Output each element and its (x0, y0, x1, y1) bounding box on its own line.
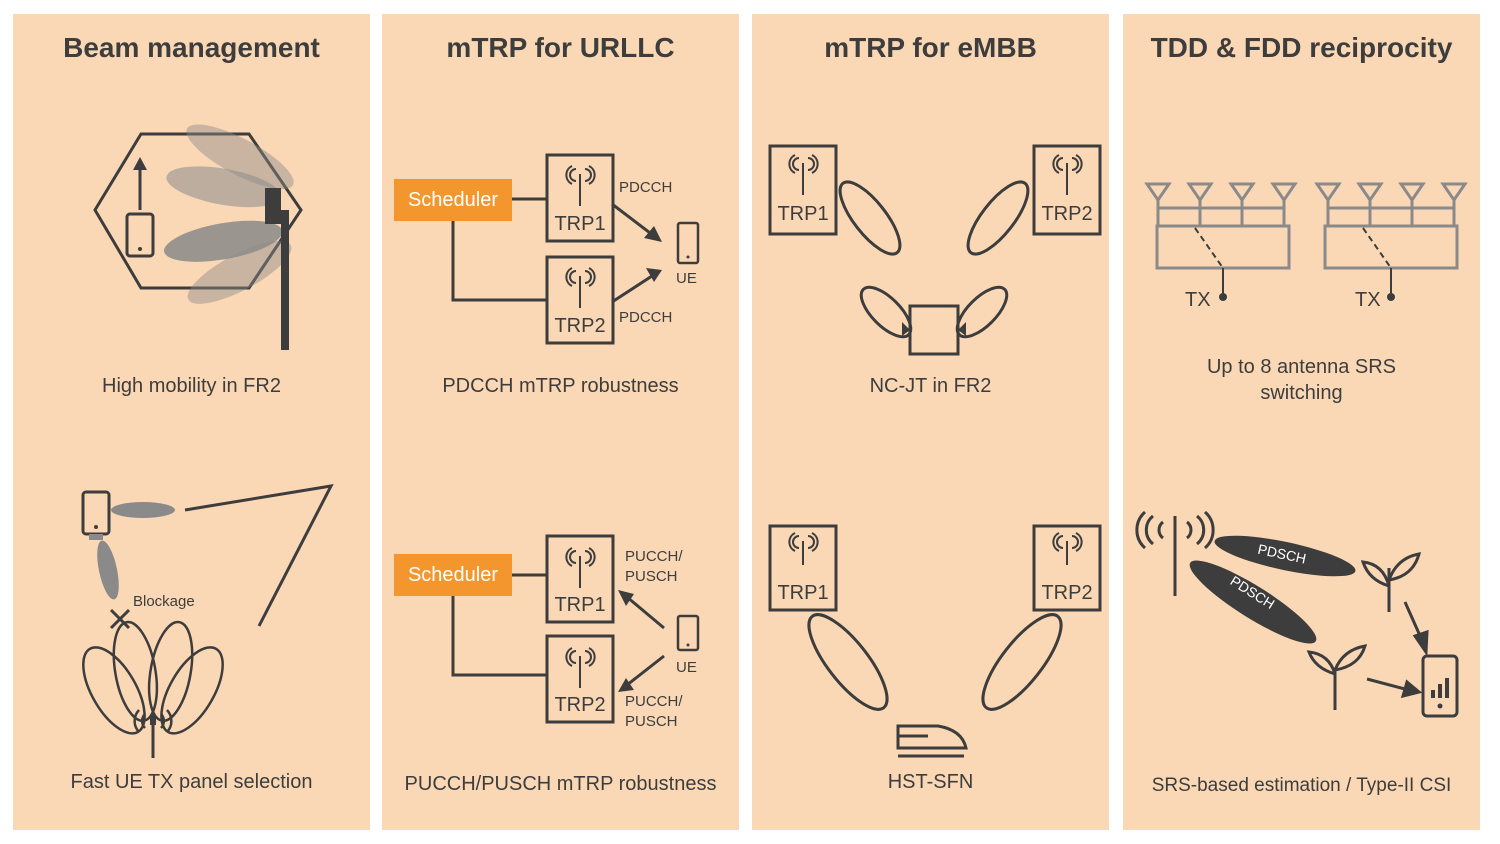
tx-label: TX (1185, 289, 1211, 311)
antenna-switch-left (1144, 182, 1298, 270)
caption-srs-switching-line2: switching (1260, 382, 1343, 404)
embb-diagram: TRP1 TRP2 TRP1 TRP2 (768, 144, 1102, 758)
caption-pdcch: PDCCH mTRP robustness (442, 375, 679, 397)
antenna-switch-right (1314, 182, 1468, 270)
panel-title: mTRP for URLLC (446, 32, 675, 63)
trp1-label: TRP1 (554, 213, 605, 235)
caption-ncjt: NC-JT in FR2 (869, 375, 992, 397)
pucch-label-line1: PUCCH/ (625, 548, 683, 565)
pucch-label-line2: PUSCH (625, 568, 678, 585)
panel-title: Beam management (63, 32, 320, 63)
reflected-path (184, 484, 334, 627)
plant-icon (1306, 552, 1422, 710)
train-icon (896, 724, 968, 758)
pdsch-beam (1214, 535, 1356, 577)
trp1-label: TRP1 (554, 594, 605, 616)
panel-mtrp-embb: mTRP for eMBB TRP1 (752, 14, 1109, 830)
trp2-label: TRP2 (554, 694, 605, 716)
cell-hexagon (93, 132, 303, 290)
base-station-antenna-icon (133, 709, 173, 758)
phone-signal-icon (1421, 654, 1459, 718)
panel-beam-management: Beam management (13, 14, 370, 830)
pucch-label-line2: PUSCH (625, 713, 678, 730)
scheduler-box: Scheduler (394, 179, 512, 221)
ue-phone-icon (125, 212, 155, 258)
panel-tdd-fdd: TDD & FDD reciprocity TX TX (1123, 14, 1480, 830)
base-station-antenna-icon (1135, 510, 1215, 596)
ue-label: UE (676, 659, 697, 676)
scheduler-box: Scheduler (394, 554, 512, 596)
beam-management-diagram: Blockage (81, 124, 334, 758)
caption-srs-estimation: SRS-based estimation / Type-II CSI (1151, 775, 1452, 796)
trp2-label: TRP2 (554, 315, 605, 337)
trp1-label: TRP1 (777, 203, 828, 225)
trp-antenna-icons (565, 165, 596, 688)
caption-pucch-pusch: PUCCH/PUSCH mTRP robustness (404, 773, 717, 795)
tx-label: TX (1355, 289, 1381, 311)
blockage-x-icon (109, 608, 131, 630)
pdcch-label: PDCCH (619, 309, 672, 326)
trp2-label: TRP2 (1041, 582, 1092, 604)
ue-phone-icon (81, 490, 111, 540)
trp-antenna-icons (788, 154, 1083, 565)
caption-high-mobility: High mobility in FR2 (102, 375, 281, 397)
pucch-label-line1: PUCCH/ (625, 693, 683, 710)
beam-lobe-right (111, 502, 175, 518)
antenna-pole (281, 210, 289, 350)
urllc-diagram: TRP1 TRP2 TRP1 TRP2 PDCCH PDCCH UE PUCCH… (451, 153, 700, 730)
panel-title: TDD & FDD reciprocity (1150, 32, 1453, 63)
pdsch-beam (1189, 560, 1317, 644)
beam-lobes (164, 124, 294, 304)
beam-lobe-down (97, 540, 119, 600)
ue-label: UE (676, 270, 697, 287)
trp1-label: TRP1 (777, 582, 828, 604)
reciprocity-diagram: TX TX PDSCH PDSCH (1135, 182, 1468, 718)
blockage-label: Blockage (133, 593, 195, 610)
mobility-arrow-icon (133, 157, 147, 210)
caption-hst-sfn: HST-SFN (887, 771, 974, 793)
panel-mtrp-urllc: mTRP for URLLC (382, 14, 739, 830)
trp2-label: TRP2 (1041, 203, 1092, 225)
caption-srs-switching-line1: Up to 8 antenna SRS (1206, 356, 1396, 378)
caption-fast-ue-tx: Fast UE TX panel selection (70, 771, 313, 793)
panel-title: mTRP for eMBB (824, 32, 1037, 63)
antenna-panel (265, 188, 281, 224)
pdcch-label: PDCCH (619, 179, 672, 196)
